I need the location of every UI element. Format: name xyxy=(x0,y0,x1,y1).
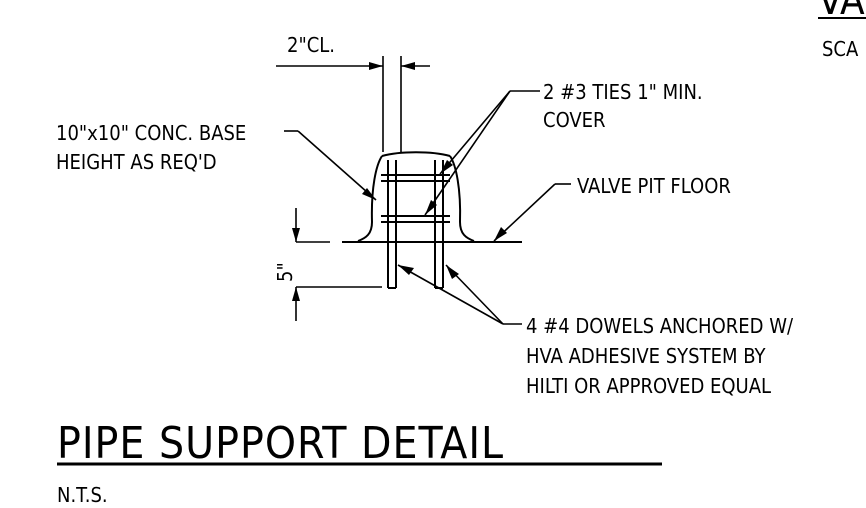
concrete-base xyxy=(357,151,475,242)
base-leader xyxy=(284,130,377,201)
base-label-line2: HEIGHT AS REQ'D xyxy=(56,150,217,174)
dowels-label-line2: HVA ADHESIVE SYSTEM BY xyxy=(526,344,766,368)
detail-title: PIPE SUPPORT DETAIL xyxy=(57,418,504,469)
ties xyxy=(381,174,450,223)
dowels-label-line3: HILTI OR APPROVED EQUAL xyxy=(526,374,771,398)
ties-label-line2: COVER xyxy=(543,108,606,132)
embedment-dimension xyxy=(292,208,382,321)
ties-label-line1: 2 #3 TIES 1" MIN. xyxy=(543,80,703,104)
clearance-dimension: 2"CL. xyxy=(276,33,430,152)
dowels xyxy=(387,160,444,289)
detail-scale: N.T.S. xyxy=(57,483,108,507)
dowels-leader xyxy=(397,264,522,325)
base-label-line1: 10"x10" CONC. BASE xyxy=(56,121,246,145)
clearance-label: 2"CL. xyxy=(287,33,335,57)
floor-leader xyxy=(493,183,571,242)
embedment-label: 5" xyxy=(273,262,297,282)
adjacent-title-fragment: VA xyxy=(818,0,865,24)
adjacent-detail-fragment: VA SCA xyxy=(818,0,866,61)
adjacent-scale-fragment: SCA xyxy=(822,37,859,61)
ties-leader xyxy=(424,90,540,216)
dowels-label-line1: 4 #4 DOWELS ANCHORED W/ xyxy=(526,314,794,338)
floor-label: VALVE PIT FLOOR xyxy=(577,174,731,198)
